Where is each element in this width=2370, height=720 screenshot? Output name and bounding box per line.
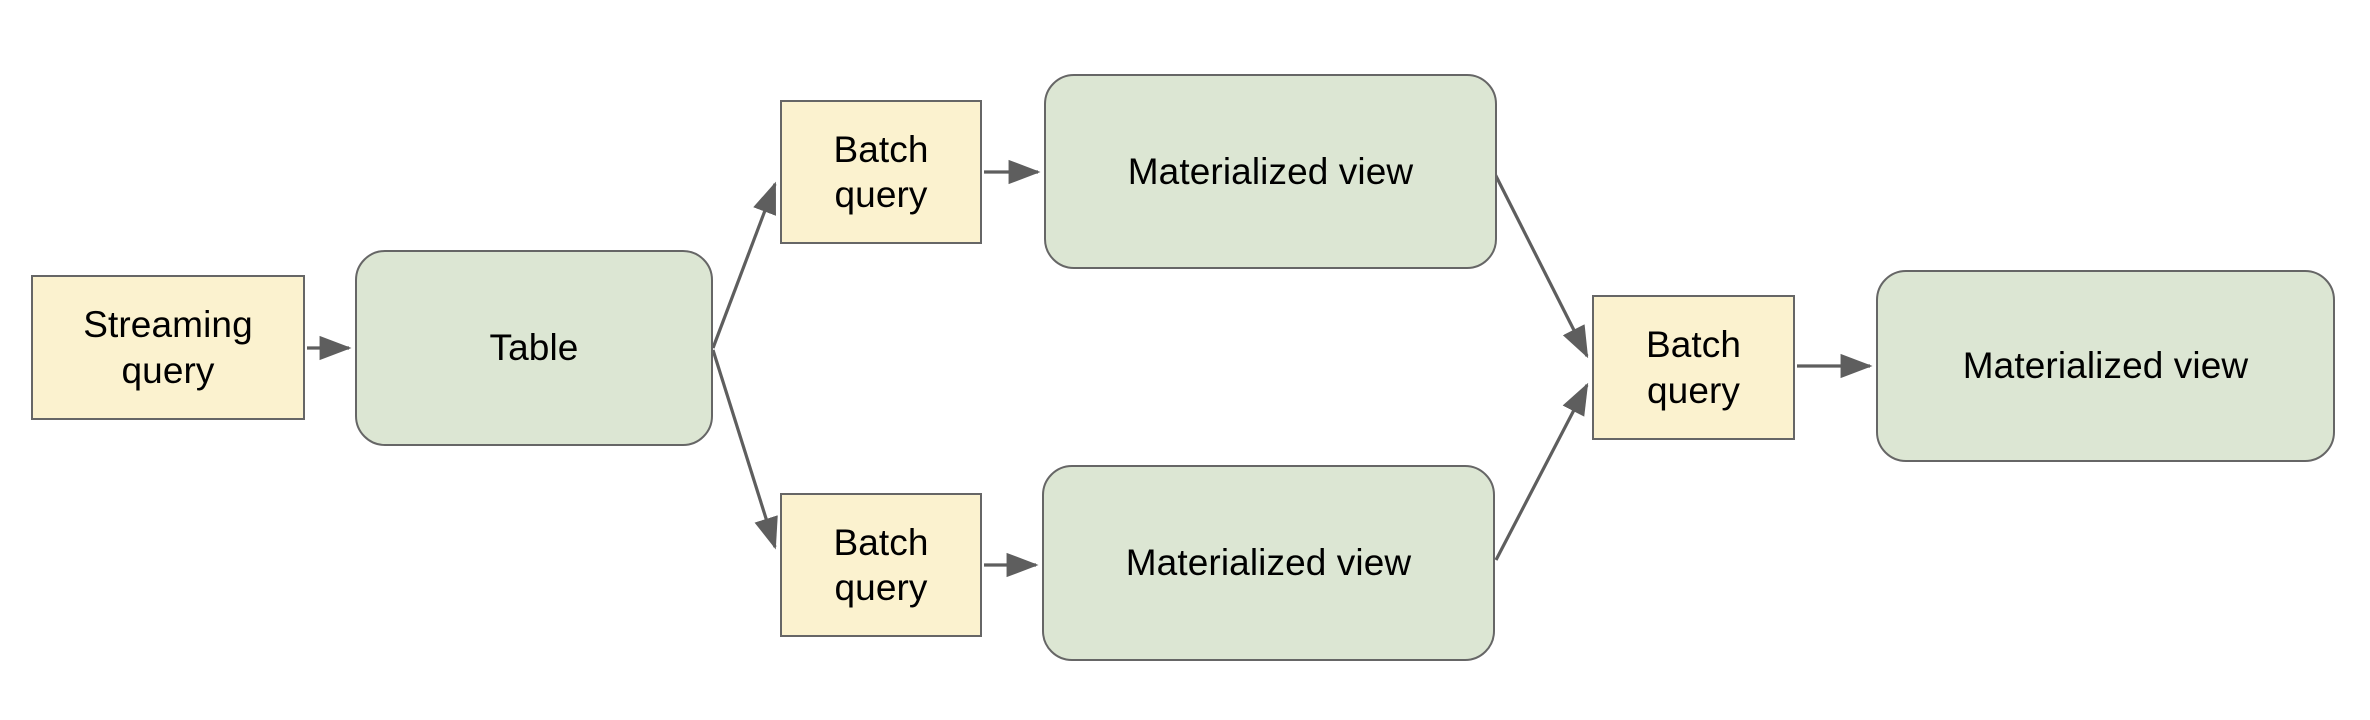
node-materialized-view-top[interactable]: Materialized view xyxy=(1044,74,1497,269)
node-batch-query-bottom[interactable]: Batch query xyxy=(780,493,982,637)
node-materialized-view-bottom-label: Materialized view xyxy=(1125,542,1412,584)
node-materialized-view-final[interactable]: Materialized view xyxy=(1876,270,2335,462)
node-batch-query-join[interactable]: Batch query xyxy=(1592,295,1795,440)
node-batch-query-bottom-label: Batch query xyxy=(833,521,929,608)
node-streaming-query[interactable]: Streaming query xyxy=(31,275,305,420)
node-batch-query-top[interactable]: Batch query xyxy=(780,100,982,244)
node-streaming-query-label: Streaming query xyxy=(83,304,253,391)
node-materialized-view-top-label: Materialized view xyxy=(1127,150,1414,192)
edge-materialized-view-top-to-batch-query-join xyxy=(1493,173,1589,359)
node-batch-query-join-label: Batch query xyxy=(1645,324,1742,411)
edge-materialized-view-bottom-to-batch-query-join xyxy=(1494,382,1589,561)
node-materialized-view-final-label: Materialized view xyxy=(1962,345,2249,387)
node-batch-query-top-label: Batch query xyxy=(833,128,929,215)
edge-table-to-batch-query-top xyxy=(711,181,777,349)
node-materialized-view-bottom[interactable]: Materialized view xyxy=(1042,465,1495,661)
edge-table-to-batch-query-bottom xyxy=(711,349,778,550)
node-table-label: Table xyxy=(489,327,579,369)
node-table[interactable]: Table xyxy=(355,250,713,446)
